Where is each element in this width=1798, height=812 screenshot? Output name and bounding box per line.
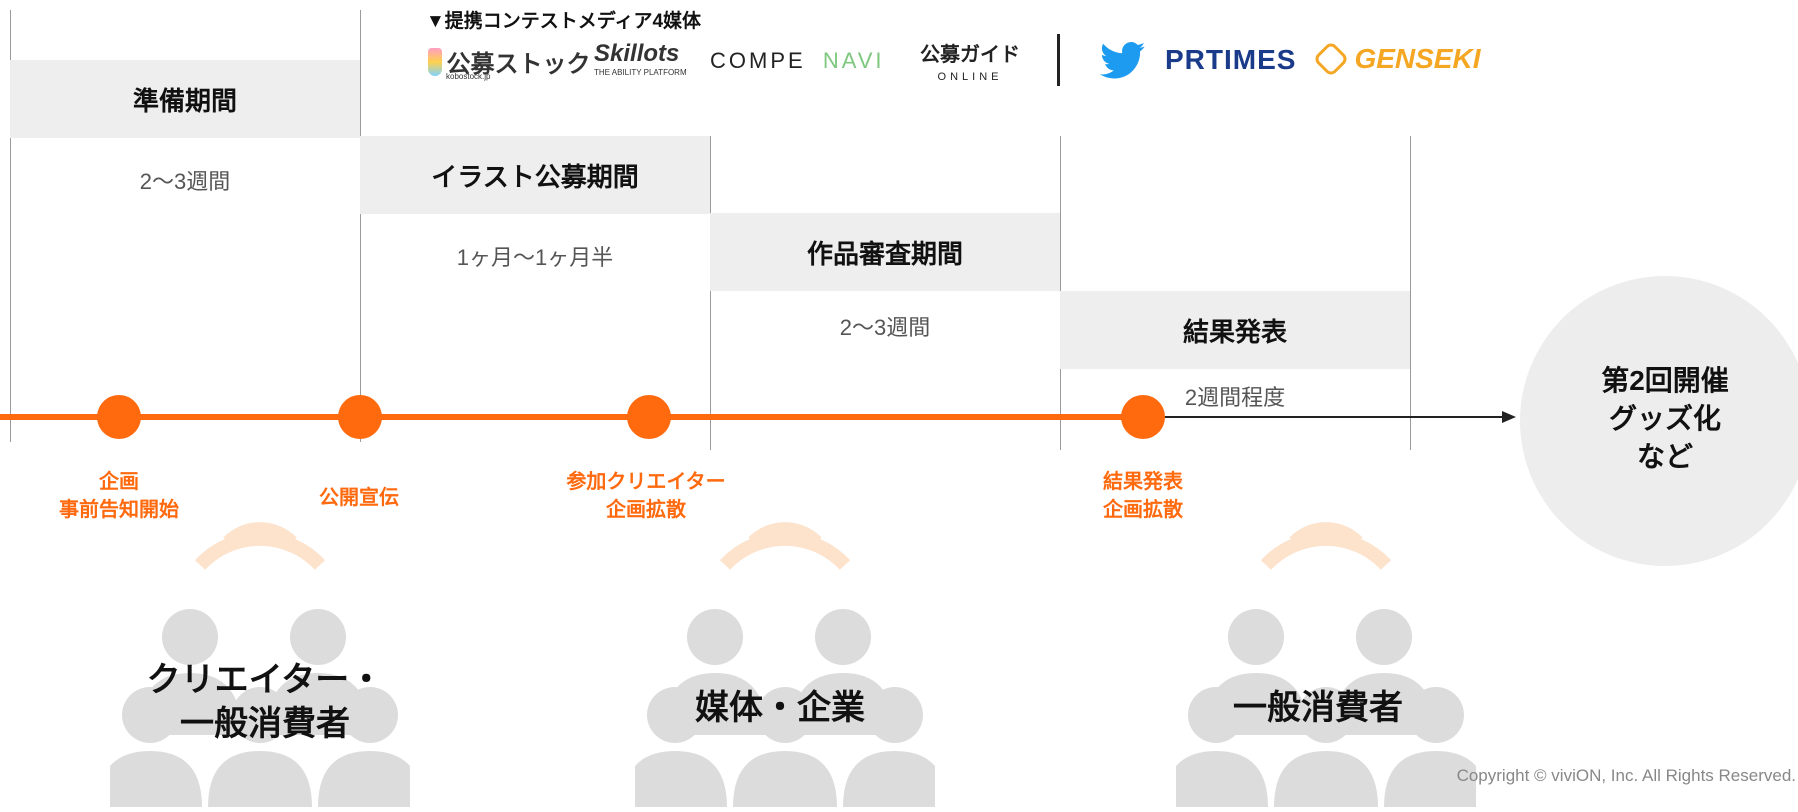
- milestone-label: 結果発表 企画拡散: [1043, 468, 1243, 524]
- next-step-text: 第2回開催 グッズ化 など: [1520, 362, 1798, 476]
- twitter-icon: [1100, 42, 1146, 85]
- phase-illustration-call-duration: 1ヶ月〜1ヶ月半: [456, 245, 614, 270]
- timeline-arrow-line: [1145, 416, 1505, 418]
- audience-group-consumers: [1164, 505, 1488, 807]
- next-step-line: 第2回開催: [1601, 365, 1729, 396]
- audience-group-media: [623, 505, 947, 807]
- phase-results: 結果発表: [1060, 291, 1410, 369]
- kobo-guide-logo: 公募ガイド ONLINE: [920, 38, 1020, 83]
- media-header: ▼提携コンテストメディア4媒体: [426, 11, 702, 32]
- milestone-dot: [627, 395, 671, 439]
- audience-label-media: 媒体・企業: [620, 686, 940, 730]
- milestone-dot: [1121, 395, 1165, 439]
- timeline-line: [0, 414, 1145, 420]
- phase-results-duration: 2週間程度: [1184, 385, 1286, 410]
- broadcast-waves-icon: [719, 522, 851, 570]
- person-silhouettes-icon: [1164, 609, 1488, 807]
- audience-group-creators: [98, 505, 422, 807]
- timeline-divider: [360, 10, 361, 442]
- phase-preparation: 準備期間: [10, 60, 360, 138]
- kobostock-logo: 公募ストック kobostock.jp: [428, 44, 591, 81]
- copyright-text: Copyright © viviON, Inc. All Rights Rese…: [1456, 766, 1796, 785]
- genseki-logo: GENSEKI: [1312, 40, 1481, 78]
- kobostock-logo-sub: kobostock.jp: [446, 72, 491, 81]
- next-step-circle: [1520, 276, 1798, 566]
- timeline-divider: [710, 136, 711, 450]
- person-silhouettes-icon: [623, 609, 947, 807]
- kobo-guide-logo-text: 公募ガイド: [920, 44, 1020, 66]
- next-step-line: グッズ化: [1608, 403, 1721, 434]
- milestone-label: 参加クリエイター 企画拡散: [546, 468, 746, 524]
- milestone-dot: [338, 395, 382, 439]
- audience-label-line: 一般消費者: [1233, 689, 1403, 727]
- timeline-divider: [10, 10, 11, 442]
- milestone-label-line: 結果発表: [1103, 471, 1183, 493]
- milestone-label-line: 公開宣伝: [319, 487, 399, 509]
- logo-separator: [1057, 34, 1060, 86]
- skillots-logo-text: Skillots: [594, 40, 680, 67]
- audience-label-creators: クリエイター・ 一般消費者: [105, 658, 425, 746]
- phase-illustration-call: イラスト公募期間: [360, 136, 710, 214]
- kobostock-icon: [428, 47, 442, 76]
- navi-logo-text: NAVI: [822, 48, 885, 73]
- skillots-logo-sub: THE ABILITY PLATFORM: [594, 68, 687, 77]
- milestone-label: 企画 事前告知開始: [19, 468, 219, 524]
- milestone-label-line: 企画拡散: [606, 499, 686, 521]
- timeline-arrowhead: [1502, 411, 1516, 423]
- phase-judging: 作品審査期間: [710, 213, 1060, 291]
- kobo-guide-logo-sub: ONLINE: [937, 71, 1003, 83]
- audience-label-consumers: 一般消費者: [1158, 686, 1478, 730]
- compe-logo-text: COMPE: [710, 48, 806, 73]
- phase-judging-duration: 2〜3週間: [839, 315, 931, 340]
- compe-navi-logo: COMPE NAVI: [710, 48, 885, 74]
- milestone-label-line: 企画: [99, 471, 139, 493]
- audience-label-line: 一般消費者: [180, 705, 350, 743]
- next-step-line: など: [1636, 441, 1693, 472]
- skillots-logo: Skillots THE ABILITY PLATFORM: [594, 40, 687, 77]
- person-silhouettes-icon: [98, 609, 422, 807]
- milestone-label: 公開宣伝: [259, 484, 459, 512]
- broadcast-waves-icon: [1260, 522, 1392, 570]
- audience-label-line: 媒体・企業: [695, 689, 865, 727]
- genseki-logo-text: GENSEKI: [1354, 43, 1481, 74]
- phase-preparation-duration: 2〜3週間: [139, 169, 231, 194]
- milestone-label-line: 参加クリエイター: [566, 471, 726, 493]
- milestone-label-line: 企画拡散: [1103, 499, 1183, 521]
- genseki-gem-icon: [1312, 40, 1350, 78]
- audience-label-line: クリエイター・: [146, 661, 384, 699]
- timeline-divider: [1410, 136, 1411, 450]
- prtimes-logo: PRTIMES: [1165, 44, 1297, 75]
- kobostock-logo-text: 公募ストック: [446, 51, 591, 78]
- broadcast-waves-icon: [194, 522, 326, 570]
- milestone-dot: [97, 395, 141, 439]
- milestone-label-line: 事前告知開始: [59, 499, 179, 521]
